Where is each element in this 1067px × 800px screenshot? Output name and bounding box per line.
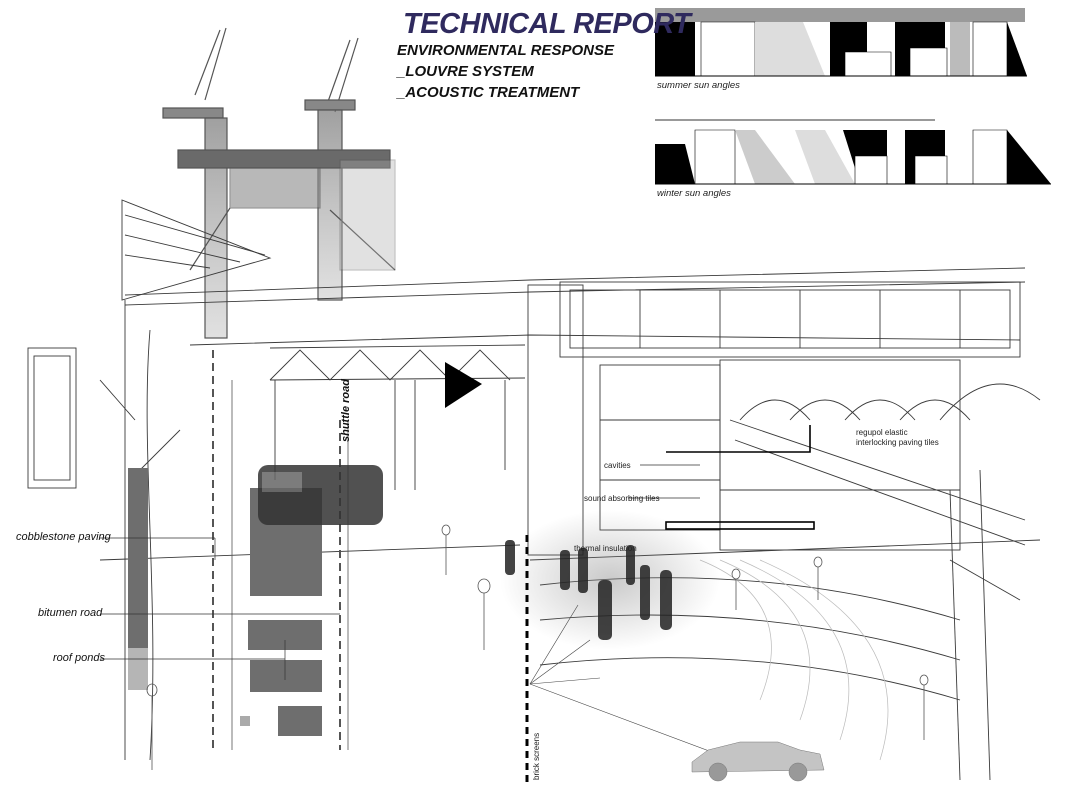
sound-tiles-label: sound absorbing tiles [584, 494, 660, 503]
crowd-figures [505, 540, 672, 640]
report-title: TECHNICAL REPORT [403, 8, 691, 40]
roof-ponds-label: roof ponds [53, 652, 105, 664]
brick-screens-label: brick screens [532, 732, 541, 780]
louvre-details [665, 425, 815, 530]
ground-arcs [699, 559, 889, 761]
car-silhouette [691, 741, 825, 782]
winter-caption: winter sun angles [657, 188, 731, 199]
bitumen-label: bitumen road [38, 607, 103, 619]
thermal-label: thermal insulation [574, 544, 637, 553]
subtitle-acoustic: _ACOUSTIC TREATMENT [397, 84, 580, 101]
subtitle-environmental: ENVIRONMENTAL RESPONSE [397, 42, 614, 59]
sketch-linework [27, 199, 1041, 781]
people-sketches [146, 524, 929, 770]
north-arrow [445, 362, 482, 408]
leader-lines [100, 464, 700, 680]
winter-sun-diagram [655, 119, 1051, 185]
regupol-label: regupol elastic interlocking paving tile… [856, 428, 939, 447]
cobblestone-label: cobblestone paving [16, 531, 111, 543]
summer-caption: summer sun angles [657, 80, 740, 91]
subtitle-louvre: _LOUVRE SYSTEM [397, 63, 534, 80]
crane-graphic [162, 27, 396, 339]
vehicle [258, 465, 383, 525]
shuttle-road-label: shuttle road [340, 379, 352, 442]
cavities-label: cavities [604, 461, 631, 470]
summer-sun-diagram [655, 8, 1027, 77]
